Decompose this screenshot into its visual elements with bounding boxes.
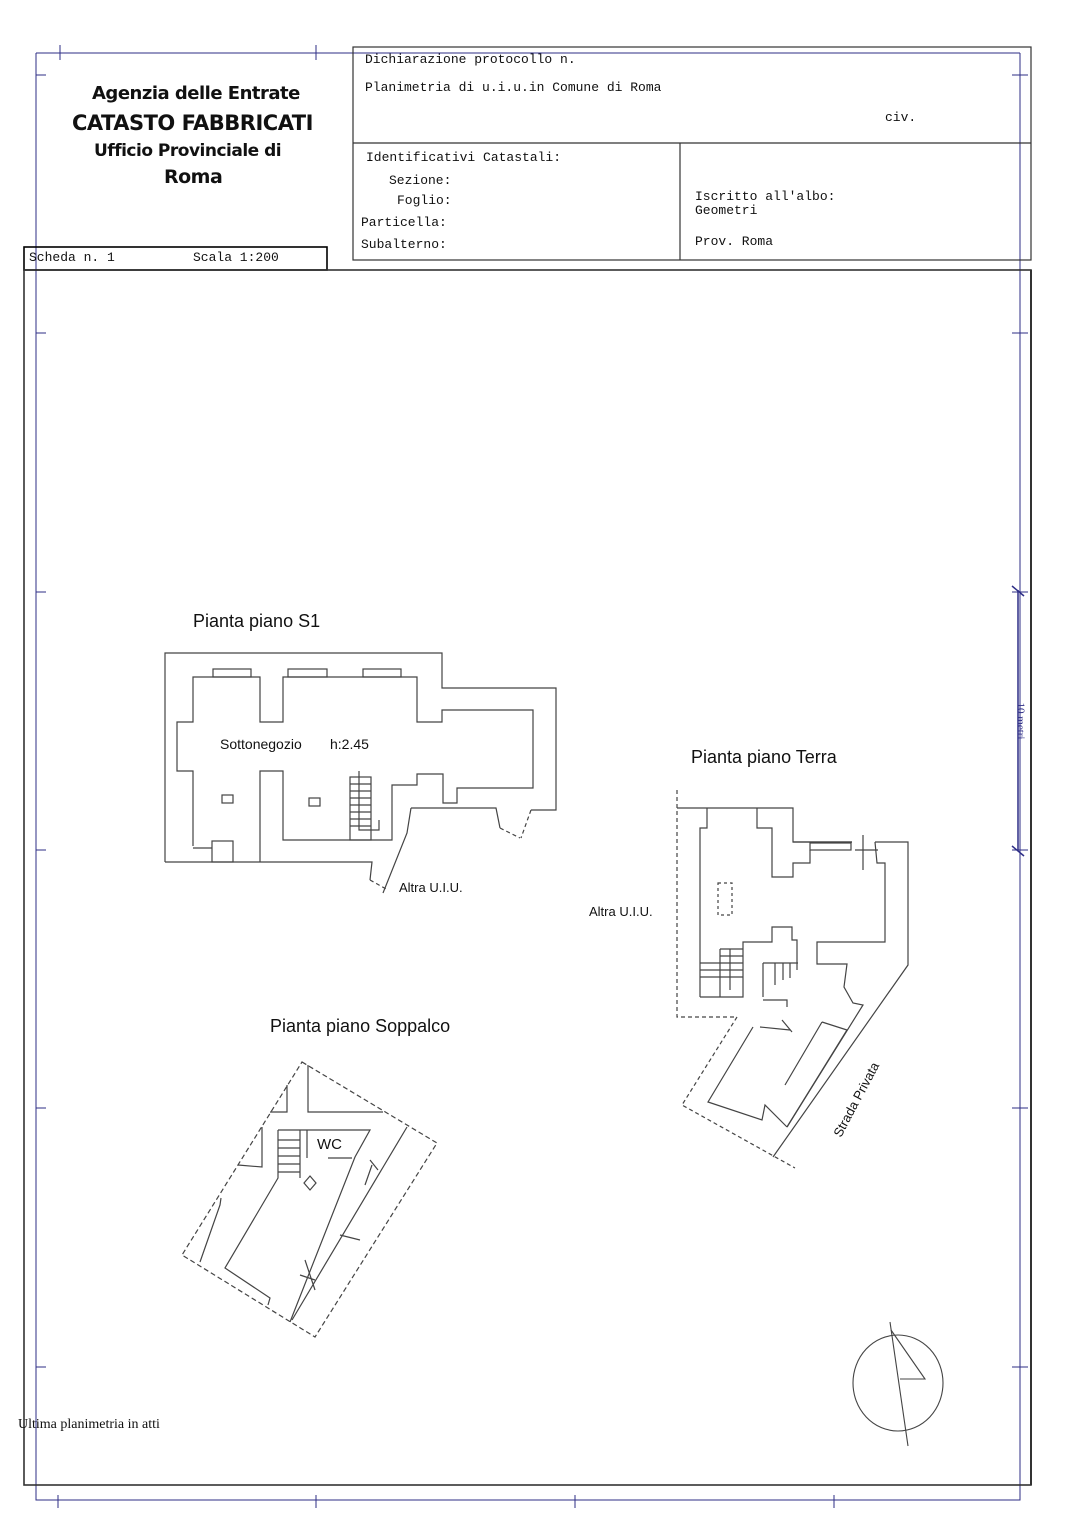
profession-label: Geometri (695, 203, 758, 218)
sezione-label: Sezione: (389, 173, 452, 188)
foglio-label: Foglio: (397, 193, 452, 208)
plan-soppalco (181, 1061, 438, 1338)
room-label-wc: WC (317, 1136, 342, 1153)
identifiers-title: Identificativi Catastali: (366, 150, 562, 165)
plan-terra (676, 790, 909, 1169)
department-name: CATASTO FABBRICATI (72, 111, 313, 135)
footer-note: Ultima planimetria in atti (18, 1417, 160, 1432)
neighbor-label-terra: Altra U.I.U. (589, 904, 653, 919)
subalterno-label: Subalterno: (361, 237, 447, 252)
scale-bar-label: 10 metri (1014, 702, 1027, 740)
plan-title: Planimetria di u.i.u.in Comune di Roma (365, 80, 662, 95)
title-block (23, 46, 1032, 1486)
declaration-label: Dichiarazione protocollo n. (365, 52, 576, 67)
office-city: Roma (164, 166, 223, 188)
plan-terra-title: Pianta piano Terra (691, 747, 837, 767)
room-label-sottonegozio: Sottonegozio (220, 736, 302, 752)
neighbor-label-s1: Altra U.I.U. (399, 880, 463, 895)
particella-label: Particella: (361, 215, 447, 230)
agency-name: Agenzia delle Entrate (92, 83, 300, 104)
scheda-number: Scheda n. 1 (29, 250, 115, 265)
registered-label: Iscritto all'albo: (695, 189, 836, 204)
office-name: Ufficio Provinciale di (94, 141, 282, 161)
plan-s1 (164, 652, 557, 894)
province-label: Prov. Roma (695, 234, 774, 249)
north-arrow-icon (852, 1321, 944, 1447)
scale-bar (1011, 585, 1025, 857)
plan-s1-title: Pianta piano S1 (193, 611, 321, 631)
reference-frame (35, 45, 1028, 1508)
room-height: h:2.45 (330, 736, 369, 752)
drawing-scale: Scala 1:200 (193, 250, 279, 265)
plan-soppalco-title: Pianta piano Soppalco (270, 1016, 451, 1036)
civic-label: civ. (885, 110, 917, 125)
